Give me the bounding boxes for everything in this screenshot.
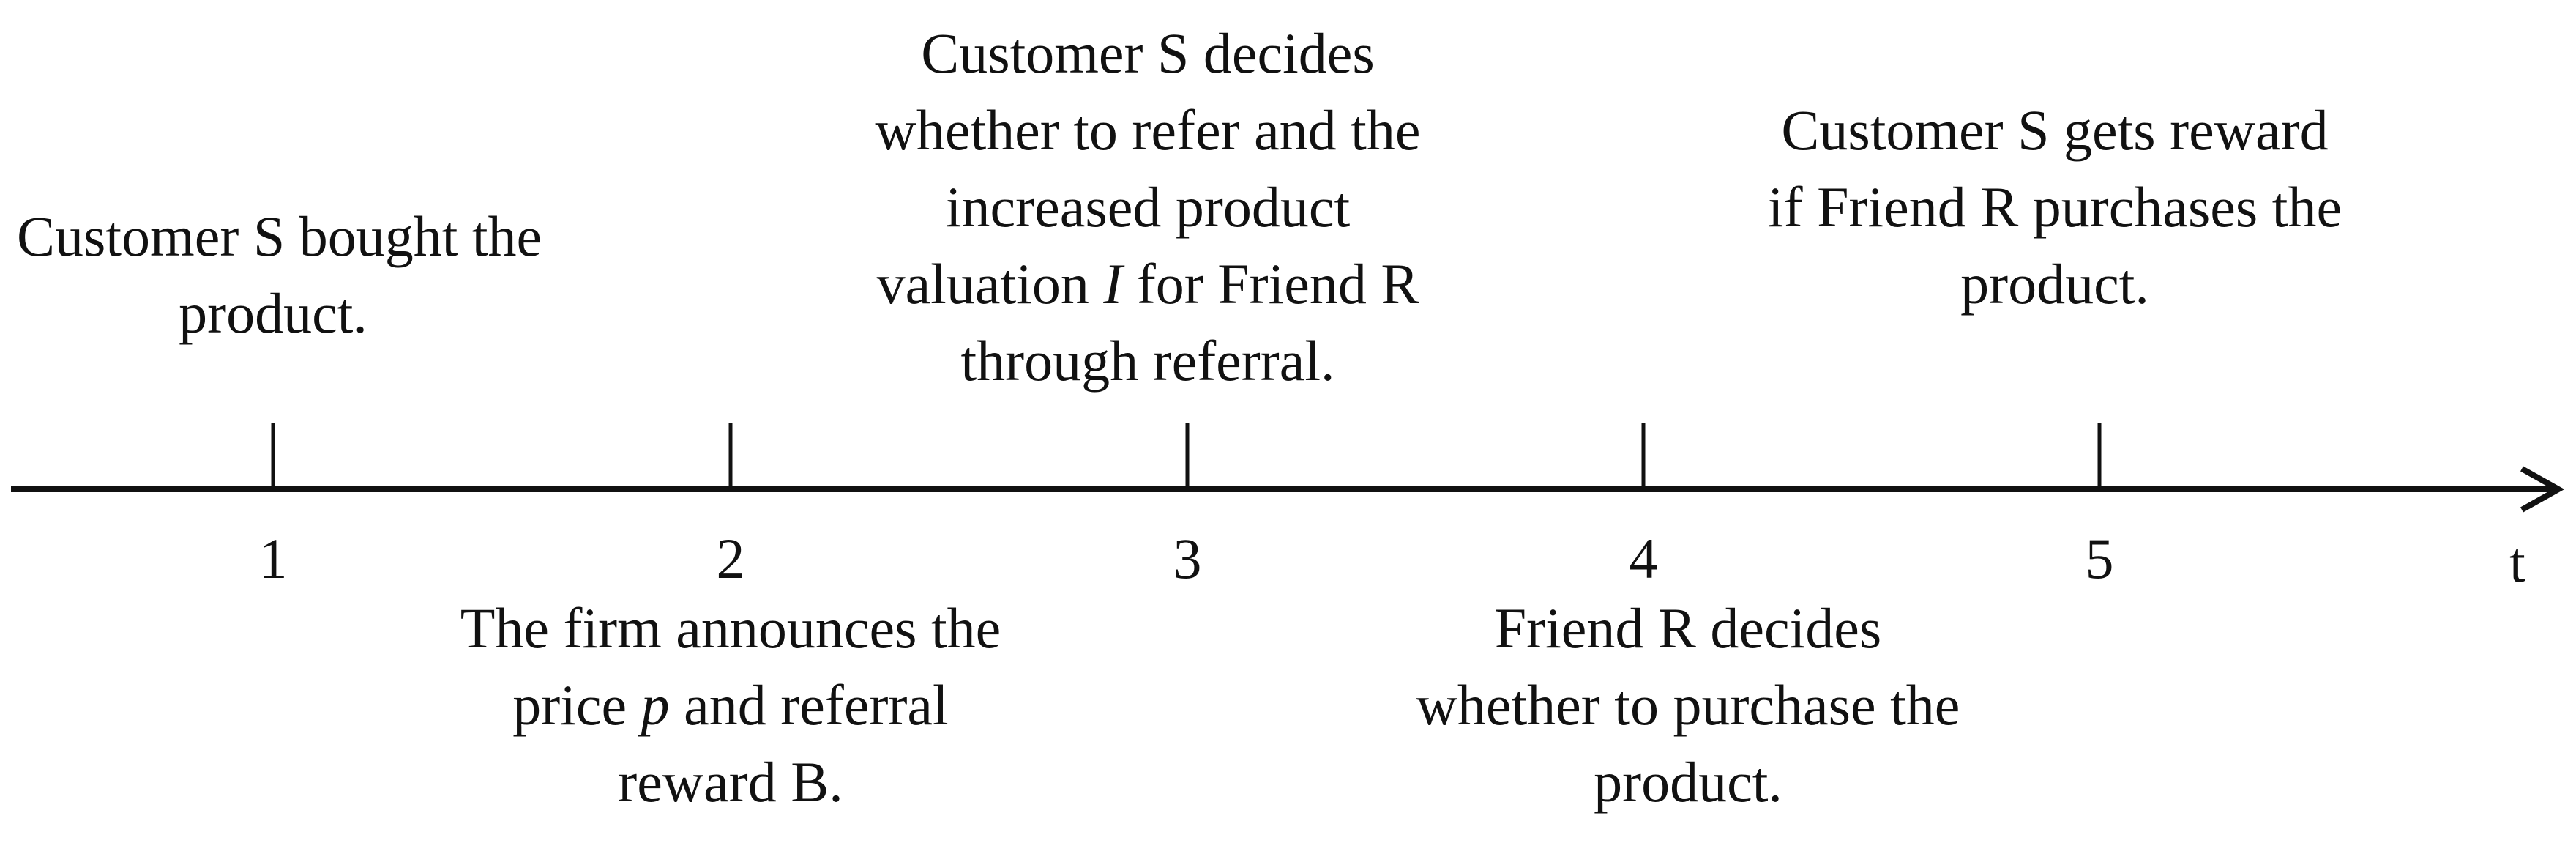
event-step4-line-2: whether to purchase the	[1416, 673, 1960, 737]
tick-label-4: 4	[1629, 527, 1658, 590]
event-label-step4: Friend R decides whether to purchase the…	[1359, 590, 2017, 820]
event-step5-line-3: product.	[1960, 252, 2149, 316]
event-step2-line-1: The firm announces the	[460, 596, 1001, 660]
event-step4-line-1: Friend R decides	[1494, 596, 1882, 660]
event-label-step5: Customer S gets reward if Friend R purch…	[1725, 92, 2384, 322]
event-label-step2: The firm announces the price p and refer…	[401, 590, 1060, 820]
event-step2-line-2: price p and referral	[401, 666, 1060, 743]
axis-label-t: t	[2509, 530, 2525, 594]
event-step5-line-1: Customer S gets reward	[1781, 98, 2329, 162]
event-step2-line-2a: price	[512, 673, 641, 737]
event-step1-line-2: product.	[179, 281, 367, 345]
event-label-step1: Customer S bought the product.	[17, 198, 542, 352]
tick-label-2: 2	[716, 527, 745, 590]
valuation-variable: I	[1103, 252, 1123, 316]
tick-label-1: 1	[258, 527, 288, 590]
event-step3-line-4: valuation I for Friend R	[818, 245, 1477, 322]
event-step3-line-1: Customer S decides	[921, 21, 1375, 85]
event-step3-line-5: through referral.	[960, 329, 1335, 393]
event-step4-line-3: product.	[1594, 750, 1782, 814]
event-step1-line-1: Customer S bought the	[17, 204, 542, 268]
event-step3-line-4a: valuation	[876, 252, 1104, 316]
event-step2-line-3: reward B.	[618, 750, 843, 814]
event-label-step3: Customer S decides whether to refer and …	[818, 15, 1477, 399]
price-variable: p	[641, 673, 670, 737]
tick-label-3: 3	[1173, 527, 1202, 590]
tick-label-5: 5	[2085, 527, 2114, 590]
event-step2-line-2b: and referral	[669, 673, 949, 737]
event-step5-line-2: if Friend R purchases the	[1767, 175, 2342, 239]
event-step3-line-2: whether to refer and the	[875, 98, 1421, 162]
timeline-arrowhead	[2520, 466, 2565, 513]
event-step3-line-3: increased product	[945, 175, 1351, 239]
event-step3-line-4b: for Friend R	[1122, 252, 1419, 316]
